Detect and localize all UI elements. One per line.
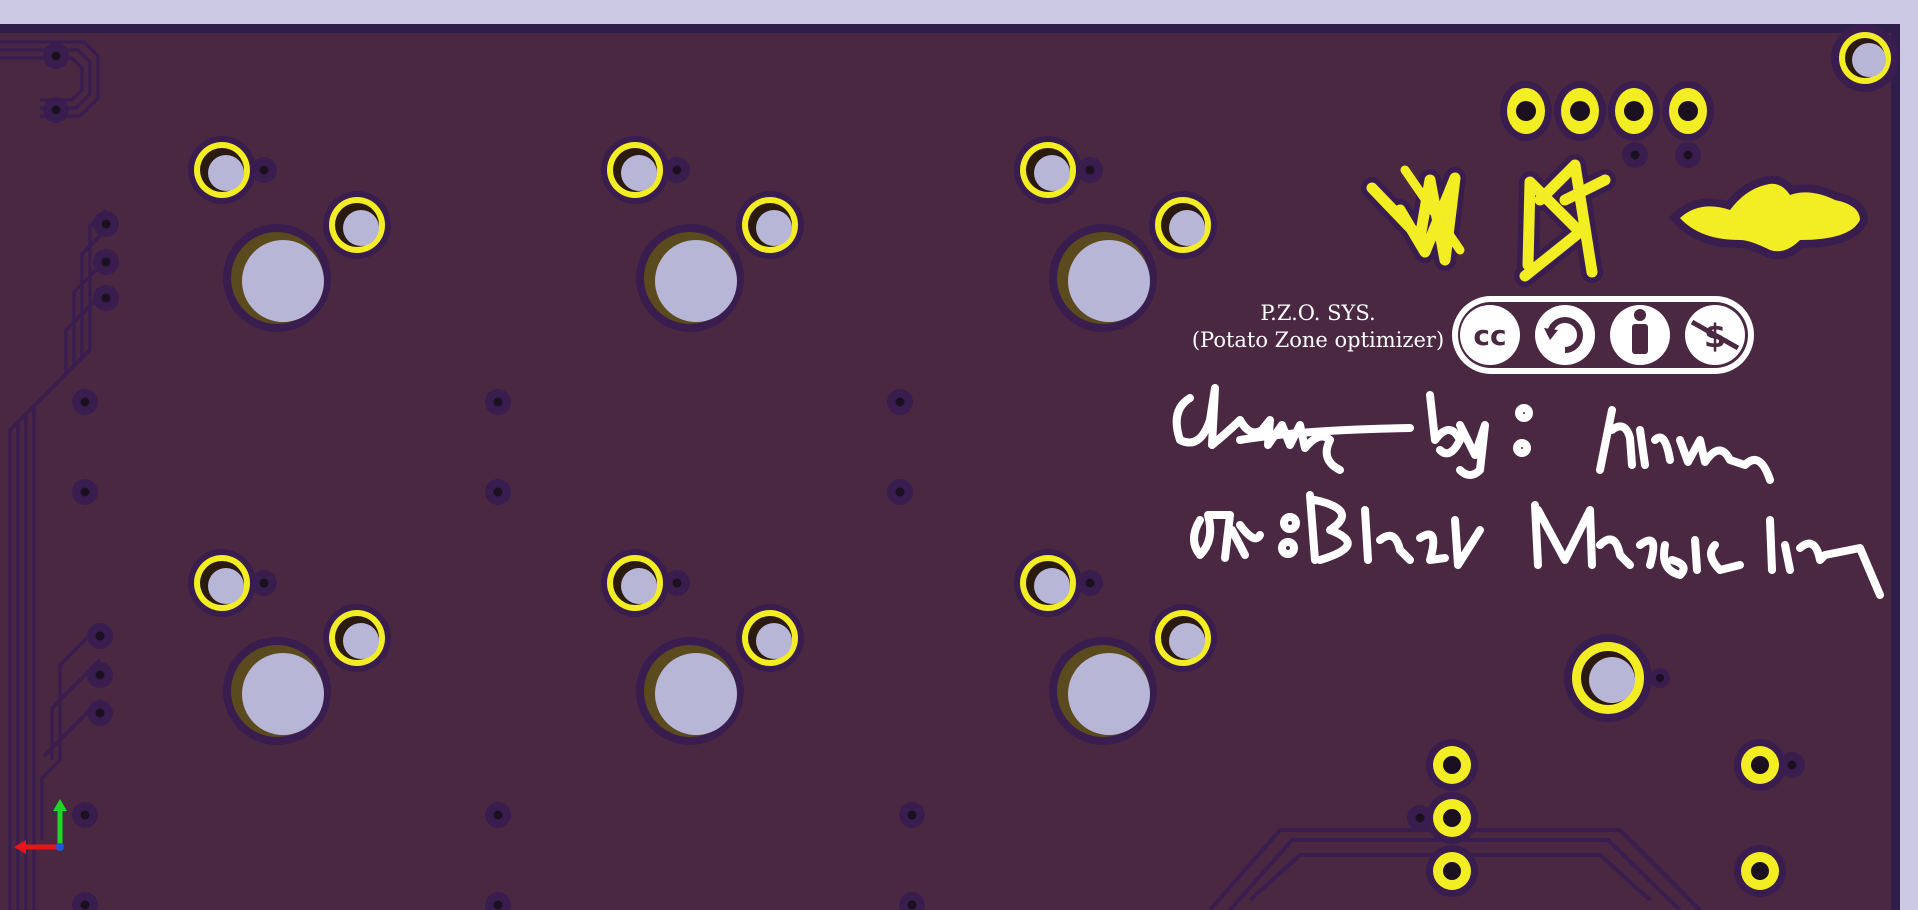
switch-center-hole [1049, 224, 1157, 332]
share-alike-icon [1535, 305, 1595, 365]
via [72, 479, 98, 505]
handwritten-signature [1172, 384, 1884, 599]
switch-pad [736, 191, 804, 259]
switch-pad [1149, 604, 1217, 672]
via [87, 623, 113, 649]
switch-footprints [188, 136, 1217, 745]
board-soldermask [0, 33, 1891, 910]
svg-text:cc: cc [1473, 319, 1506, 352]
via [1407, 805, 1433, 831]
via [485, 479, 511, 505]
axis-y-arrow [53, 799, 67, 847]
via [93, 285, 119, 311]
bottom-pads [1426, 739, 1805, 897]
switch-center-hole [1049, 637, 1157, 745]
via [43, 97, 69, 123]
switch-pad [1149, 191, 1217, 259]
switch-footprint [188, 549, 391, 745]
small-vias [43, 43, 1701, 910]
via [87, 662, 113, 688]
switch-pad [1014, 549, 1082, 617]
axis-x-arrow [14, 840, 60, 854]
company-subtitle: (Potato Zone optimizer) [1192, 328, 1444, 352]
via [43, 43, 69, 69]
switch-pad [323, 191, 391, 259]
switch-footprint [601, 549, 804, 745]
company-name: P.Z.O. SYS. [1260, 301, 1375, 325]
switch-footprint [601, 136, 804, 332]
switch-footprint [188, 136, 391, 332]
via [1077, 570, 1103, 596]
header-pads [1500, 81, 1714, 141]
switch-footprint [1014, 136, 1217, 332]
switch-pad [188, 136, 256, 204]
via [485, 389, 511, 415]
via [93, 249, 119, 275]
switch-center-hole [636, 224, 744, 332]
via [485, 802, 511, 828]
pin-pad [1426, 739, 1478, 791]
mounting-hole-corner [1831, 24, 1899, 92]
cc-icon: cc [1460, 305, 1520, 365]
axis-z-arrow [56, 843, 64, 851]
via [887, 479, 913, 505]
switch-pad [323, 604, 391, 672]
orientation-axes-widget [10, 795, 70, 855]
large-pad [1564, 634, 1670, 722]
via [1077, 157, 1103, 183]
via [93, 211, 119, 237]
via [87, 700, 113, 726]
rune-logo-2 [1514, 154, 1616, 287]
via [899, 802, 925, 828]
switch-footprint [1014, 549, 1217, 745]
via [72, 802, 98, 828]
attribution-icon [1610, 305, 1670, 365]
non-commercial-icon: $ [1685, 305, 1745, 365]
header-pad [1662, 81, 1714, 141]
left-edge-traces [0, 40, 108, 910]
winged-emblem-logo [1668, 175, 1869, 260]
via [1675, 142, 1701, 168]
via [899, 892, 925, 910]
rune-logo-1 [1361, 165, 1466, 271]
pin-pad [1426, 845, 1478, 897]
switch-center-hole [636, 637, 744, 745]
switch-pad [736, 604, 804, 672]
via [72, 892, 98, 910]
via [251, 157, 277, 183]
via [1622, 142, 1648, 168]
switch-pad [188, 549, 256, 617]
license-badge: cc $ [1452, 296, 1754, 374]
switch-pad [601, 136, 669, 204]
header-pad [1500, 81, 1552, 141]
via [72, 389, 98, 415]
pin-pad [1734, 845, 1786, 897]
switch-pad [1014, 136, 1082, 204]
header-pad [1608, 81, 1660, 141]
pin-pad [1734, 739, 1786, 791]
via [887, 389, 913, 415]
via [664, 570, 690, 596]
via [664, 157, 690, 183]
header-pad [1554, 81, 1606, 141]
pin-pad [1426, 792, 1478, 844]
switch-pad [601, 549, 669, 617]
switch-center-hole [223, 224, 331, 332]
via [485, 892, 511, 910]
via [251, 570, 277, 596]
via [1779, 752, 1805, 778]
switch-center-hole [223, 637, 331, 745]
